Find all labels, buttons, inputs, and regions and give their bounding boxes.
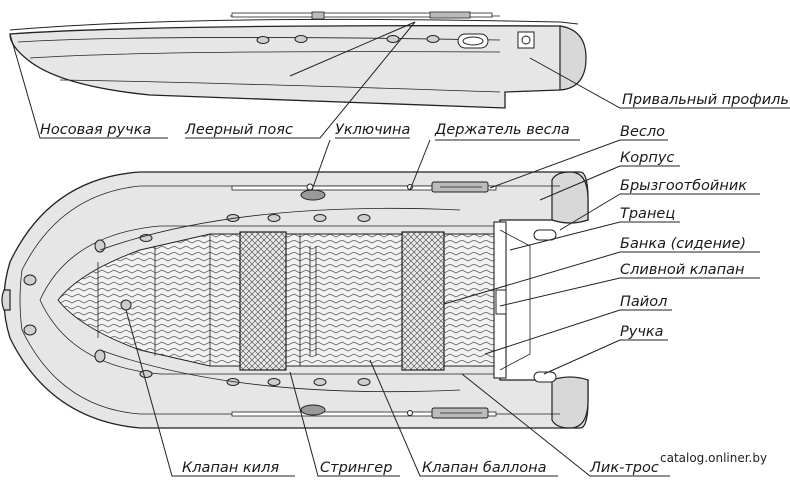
keel-valve-icon <box>120 299 132 311</box>
label-oar: Весло <box>620 124 665 140</box>
side-view <box>9 11 587 109</box>
tube-handles <box>23 214 371 386</box>
bench-front <box>239 231 287 371</box>
oar-bottom <box>231 404 497 419</box>
bench-rear <box>401 231 445 371</box>
label-drain-valve: Сливной клапан <box>620 262 745 278</box>
label-keel-valve: Клапан киля <box>182 460 279 476</box>
label-rub-strake: Привальный профиль <box>622 92 789 108</box>
oar-top <box>231 181 497 201</box>
label-rope: Лик-трос <box>589 460 659 476</box>
label-oar-holder: Держатель весла <box>434 122 570 138</box>
watermark: catalog.onliner.by <box>660 451 767 465</box>
top-view <box>1 171 589 429</box>
label-handle: Ручка <box>620 324 664 340</box>
label-spray-deflector: Брызгоотбойник <box>620 178 747 194</box>
brand-logo-icon <box>517 31 535 49</box>
leader-lines <box>9 21 790 477</box>
label-tube-valve: Клапан баллона <box>422 460 547 476</box>
label-bow-handle: Носовая ручка <box>40 122 151 138</box>
label-oarlock: Уключина <box>335 122 410 138</box>
label-stringer: Стрингер <box>320 460 392 476</box>
label-floor: Пайол <box>620 294 667 310</box>
label-hull: Корпус <box>620 150 674 166</box>
label-bench: Банка (сидение) <box>620 236 746 252</box>
logo-plate-icon <box>457 33 489 49</box>
label-transom: Транец <box>620 206 675 222</box>
label-lifeline: Леерный пояс <box>184 122 293 138</box>
